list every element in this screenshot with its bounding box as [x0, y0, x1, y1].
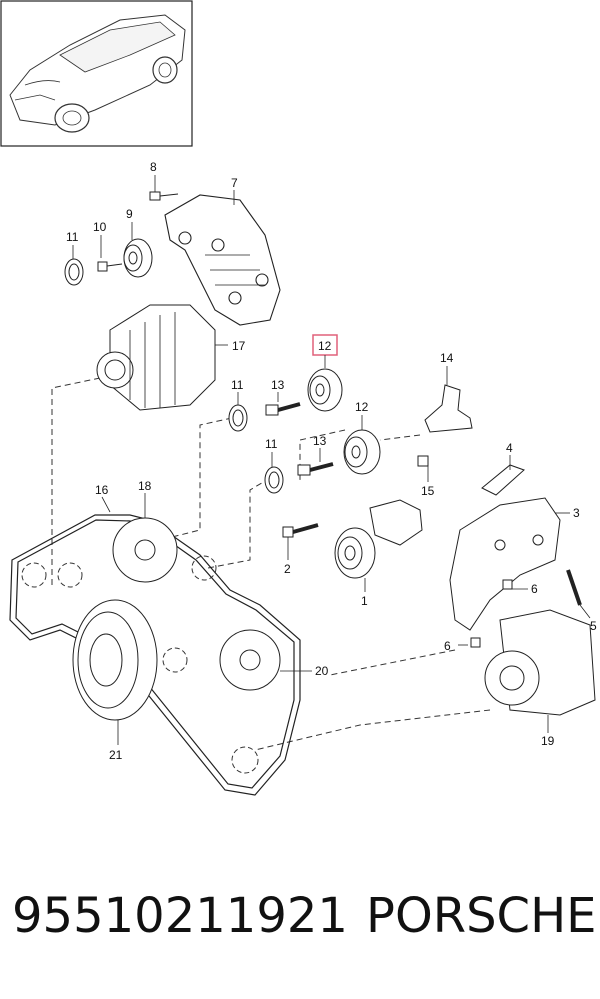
- bolt-part-8: [149, 191, 179, 201]
- idler-pulley-part-12: [307, 368, 381, 475]
- leader-lines: [72, 175, 591, 745]
- callout-2: 2: [284, 562, 291, 576]
- bolt-part-10: [97, 261, 123, 272]
- tensioner-part-1: [334, 499, 423, 579]
- callout-5: 5: [590, 619, 597, 633]
- vehicle-thumbnail: [0, 0, 193, 147]
- callout-21: 21: [109, 748, 123, 762]
- callout-13-low: 13: [313, 434, 327, 448]
- compressor-part-19: [484, 609, 596, 716]
- callout-17: 17: [232, 339, 246, 353]
- callout-6-left: 6: [444, 639, 451, 653]
- callout-16: 16: [95, 483, 109, 497]
- pulley-part-18: [112, 517, 178, 583]
- callout-3: 3: [573, 506, 580, 520]
- bolt-part-5: [566, 569, 582, 606]
- bracket-part-7: [164, 194, 281, 326]
- bracket-part-3: [449, 497, 561, 631]
- callout-20: 20: [315, 664, 329, 678]
- callout-12-highlighted: 12: [318, 339, 332, 353]
- callout-11-mid: 11: [231, 378, 244, 392]
- callout-10: 10: [93, 220, 107, 234]
- alternator-part-17: [96, 304, 216, 411]
- callout-8: 8: [150, 160, 157, 174]
- pulley-part-9: [123, 238, 153, 278]
- callout-19: 19: [541, 734, 555, 748]
- nut-part-6: [470, 579, 513, 648]
- brand-name: PORSCHE: [366, 888, 597, 944]
- pulley-part-20: [219, 629, 281, 691]
- callout-13-top: 13: [271, 378, 285, 392]
- crank-pulley-part-21: [72, 599, 158, 721]
- bracket-part-14: [424, 384, 473, 433]
- callout-11-top: 11: [66, 230, 79, 244]
- callout-15: 15: [421, 484, 435, 498]
- callout-18: 18: [138, 479, 152, 493]
- callout-labels: 8 7 9 10 11 12 17 14 11 13 12 11 13 4 15…: [66, 160, 597, 762]
- callout-9: 9: [126, 207, 133, 221]
- bolt-part-2: [282, 523, 319, 538]
- callout-1: 1: [361, 594, 368, 608]
- dashed-circles: [21, 555, 259, 774]
- callout-4: 4: [506, 441, 513, 455]
- bolt-part-15: [417, 455, 429, 467]
- callout-12: 12: [355, 400, 369, 414]
- washer-part-11: [64, 258, 284, 494]
- callout-6-right: 6: [531, 582, 538, 596]
- gasket-part-4: [481, 464, 525, 496]
- part-number: 95510211921: [12, 888, 348, 944]
- footer: 95510211921 PORSCHE: [12, 888, 596, 968]
- bolt-part-13: [265, 402, 334, 476]
- callout-7: 7: [231, 176, 238, 190]
- callout-14: 14: [440, 351, 454, 365]
- callout-11-low: 11: [265, 437, 278, 451]
